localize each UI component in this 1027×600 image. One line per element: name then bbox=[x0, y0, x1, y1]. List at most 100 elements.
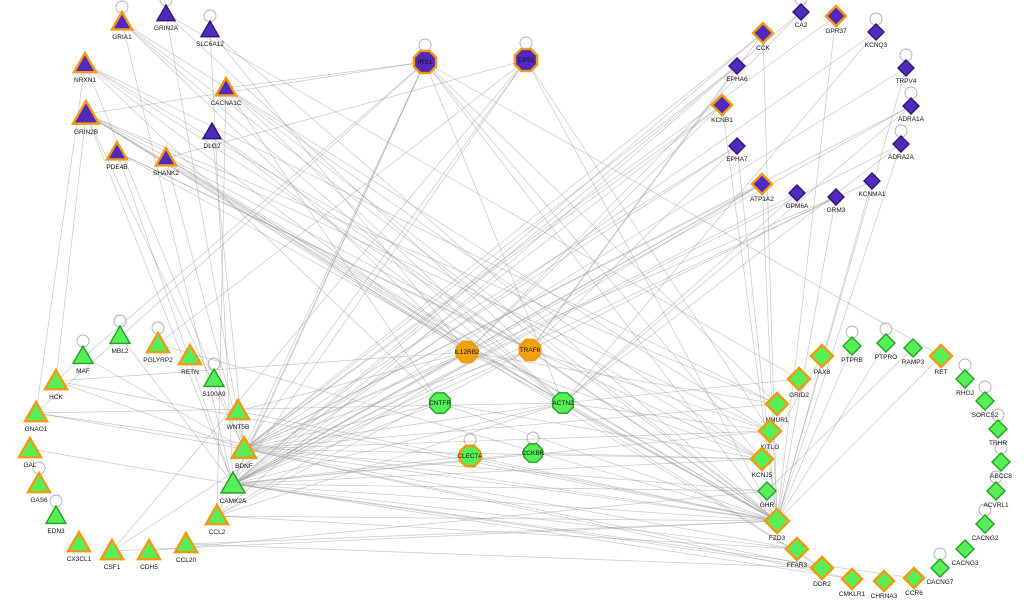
graph-node-KCNJ5[interactable]: KCNJ5 bbox=[749, 446, 775, 479]
diamond-node-shape[interactable] bbox=[749, 446, 775, 472]
graph-node-EPHA7[interactable]: EPHA7 bbox=[726, 137, 748, 163]
graph-node-TRPV4[interactable]: TRPV4 bbox=[896, 59, 917, 85]
diamond-node-shape[interactable] bbox=[809, 343, 835, 369]
graph-node-IL12RB2[interactable]: IL12RB2 bbox=[454, 340, 480, 364]
diamond-node-shape[interactable] bbox=[955, 369, 975, 389]
octagon-node-shape[interactable] bbox=[523, 443, 543, 463]
diamond-node-shape[interactable] bbox=[986, 481, 1006, 501]
graph-node-PGLYRP2[interactable]: PGLYRP2 bbox=[143, 330, 173, 364]
graph-node-GRID2[interactable]: GRID2 bbox=[786, 366, 812, 399]
triangle-node-shape[interactable] bbox=[71, 344, 95, 365]
graph-node-DLG2[interactable]: DLG2 bbox=[201, 121, 223, 150]
graph-node-WNT5B[interactable]: WNT5B bbox=[224, 397, 252, 431]
graph-node-GRM3[interactable]: GRM3 bbox=[827, 188, 846, 214]
graph-node-CA2[interactable]: CA2 bbox=[792, 3, 810, 29]
octagon-node-shape[interactable] bbox=[412, 49, 438, 75]
octagon-node-shape[interactable] bbox=[455, 340, 479, 364]
graph-node-CLEC7A[interactable]: CLEC7A bbox=[457, 444, 483, 468]
diamond-node-shape[interactable] bbox=[897, 59, 915, 77]
graph-node-CCK[interactable]: CCK bbox=[751, 21, 775, 52]
octagon-node-shape[interactable] bbox=[552, 392, 574, 414]
graph-node-RHOJ[interactable]: RHOJ bbox=[955, 369, 975, 397]
triangle-node-shape[interactable] bbox=[108, 324, 132, 345]
graph-node-GRIN2A[interactable]: GRIN2A bbox=[154, 3, 179, 32]
graph-node-RET[interactable]: RET bbox=[928, 343, 954, 376]
graph-node-CNTFR[interactable]: CNTFR bbox=[429, 392, 451, 414]
graph-node-BDNF[interactable]: BDNF bbox=[229, 434, 259, 470]
graph-node-CHRNA3[interactable]: CHRNA3 bbox=[871, 569, 898, 600]
graph-node-CACNG7[interactable]: CACNG7 bbox=[926, 558, 954, 586]
triangle-node-shape[interactable] bbox=[153, 145, 179, 167]
graph-node-FFAR3[interactable]: FFAR3 bbox=[784, 536, 810, 569]
diamond-node-shape[interactable] bbox=[867, 23, 885, 41]
octagon-node-shape[interactable] bbox=[518, 338, 542, 362]
graph-node-IRS1[interactable]: IRS1 bbox=[412, 49, 438, 75]
graph-node-PTPRB[interactable]: PTPRB bbox=[841, 336, 863, 364]
diamond-node-shape[interactable] bbox=[764, 391, 790, 417]
diamond-node-shape[interactable] bbox=[809, 555, 835, 581]
diamond-node-shape[interactable] bbox=[863, 172, 881, 190]
diamond-node-shape[interactable] bbox=[827, 188, 845, 206]
triangle-node-shape[interactable] bbox=[202, 367, 226, 388]
diamond-node-shape[interactable] bbox=[842, 336, 862, 356]
diamond-node-shape[interactable] bbox=[902, 566, 926, 590]
graph-node-CACNG2[interactable]: CACNG2 bbox=[971, 514, 999, 542]
graph-node-CDH5[interactable]: CDH5 bbox=[135, 537, 163, 571]
triangle-node-shape[interactable] bbox=[16, 435, 44, 459]
diamond-node-shape[interactable] bbox=[872, 569, 896, 593]
graph-node-RETN[interactable]: RETN bbox=[176, 342, 204, 376]
diamond-node-shape[interactable] bbox=[784, 536, 810, 562]
graph-node-GRIN2B[interactable]: GRIN2B bbox=[70, 98, 102, 136]
graph-node-KCNB1[interactable]: KCNB1 bbox=[710, 93, 734, 124]
graph-node-PDE4B[interactable]: PDE4B bbox=[104, 139, 130, 171]
diamond-node-shape[interactable] bbox=[988, 419, 1008, 439]
graph-node-ACVRL1[interactable]: ACVRL1 bbox=[983, 481, 1009, 509]
graph-node-PAX8[interactable]: PAX8 bbox=[809, 343, 835, 376]
graph-node-CSF1[interactable]: CSF1 bbox=[98, 537, 126, 571]
graph-node-CCL2[interactable]: CCL2 bbox=[203, 502, 231, 536]
triangle-node-shape[interactable] bbox=[213, 75, 239, 97]
triangle-node-shape[interactable] bbox=[71, 50, 99, 74]
graph-node-RAMP3[interactable]: RAMP3 bbox=[902, 338, 925, 366]
diamond-node-shape[interactable] bbox=[728, 137, 746, 155]
diamond-node-shape[interactable] bbox=[840, 567, 864, 591]
diamond-node-shape[interactable] bbox=[710, 93, 734, 117]
graph-node-KCNMA1[interactable]: KCNMA1 bbox=[858, 172, 886, 198]
diamond-node-shape[interactable] bbox=[892, 135, 910, 153]
triangle-node-shape[interactable] bbox=[65, 529, 93, 553]
diamond-node-shape[interactable] bbox=[786, 366, 812, 392]
diamond-node-shape[interactable] bbox=[928, 343, 954, 369]
diamond-node-shape[interactable] bbox=[792, 3, 810, 21]
triangle-node-shape[interactable] bbox=[201, 121, 223, 140]
diamond-node-shape[interactable] bbox=[876, 333, 896, 353]
diamond-node-shape[interactable] bbox=[763, 507, 791, 535]
graph-node-ADRA2A[interactable]: ADRA2A bbox=[888, 135, 915, 161]
triangle-node-shape[interactable] bbox=[104, 139, 130, 161]
octagon-node-shape[interactable] bbox=[513, 47, 539, 73]
octagon-node-shape[interactable] bbox=[429, 392, 451, 414]
triangle-node-shape[interactable] bbox=[135, 537, 163, 561]
graph-node-ADRA1A[interactable]: ADRA1A bbox=[898, 97, 925, 123]
graph-node-CAMK2A[interactable]: CAMK2A bbox=[220, 470, 247, 505]
diamond-node-shape[interactable] bbox=[824, 4, 848, 28]
diamond-node-shape[interactable] bbox=[955, 539, 975, 559]
graph-node-KCNQ3[interactable]: KCNQ3 bbox=[865, 23, 888, 49]
graph-node-EDN3[interactable]: EDN3 bbox=[44, 504, 68, 535]
graph-node-CMKLR1[interactable]: CMKLR1 bbox=[839, 567, 866, 598]
triangle-node-shape[interactable] bbox=[70, 98, 102, 125]
triangle-node-shape[interactable] bbox=[203, 502, 231, 526]
graph-node-CCL20[interactable]: CCL20 bbox=[172, 530, 200, 564]
graph-node-HCK[interactable]: HCK bbox=[42, 367, 70, 401]
graph-node-SHANK2[interactable]: SHANK2 bbox=[153, 145, 179, 177]
graph-node-CCKBR[interactable]: CCKBR bbox=[522, 443, 545, 463]
graph-node-ATP1A2[interactable]: ATP1A2 bbox=[750, 172, 774, 203]
triangle-node-shape[interactable] bbox=[229, 434, 259, 460]
graph-node-TRHR[interactable]: TRHR bbox=[988, 419, 1008, 447]
graph-node-CCR6[interactable]: CCR6 bbox=[902, 566, 926, 597]
graph-node-CX3CL1[interactable]: CX3CL1 bbox=[65, 529, 93, 563]
graph-node-DDR2[interactable]: DDR2 bbox=[809, 555, 835, 588]
triangle-node-shape[interactable] bbox=[98, 537, 126, 561]
graph-node-PTPRO[interactable]: PTPRO bbox=[875, 333, 897, 361]
graph-node-CACNG3[interactable]: CACNG3 bbox=[951, 539, 979, 567]
diamond-node-shape[interactable] bbox=[930, 558, 950, 578]
